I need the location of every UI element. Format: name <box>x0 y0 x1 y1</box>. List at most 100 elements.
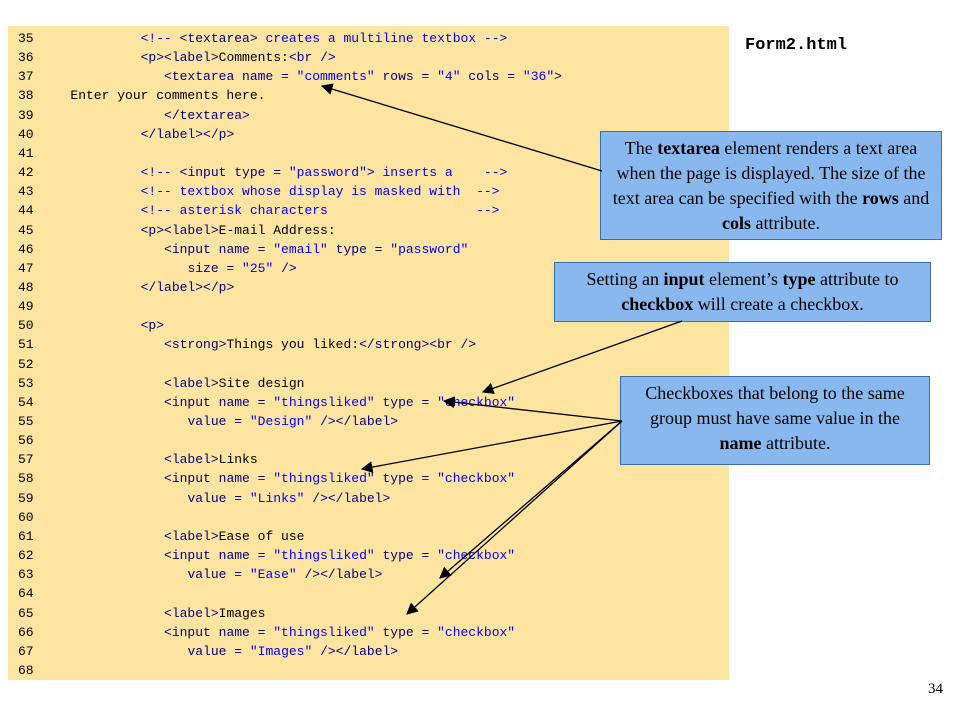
text-token: Ease of use <box>218 528 305 544</box>
markup-token: <input name = <box>164 624 274 640</box>
callout-text: element’s <box>704 269 783 289</box>
comment-token: <!-- <box>140 165 180 181</box>
code-line: 63 value = "Ease" /></label> <box>8 565 729 584</box>
markup-token: size = <box>187 260 243 276</box>
markup-token: <p> <box>140 318 165 334</box>
string-token: "email" <box>273 241 328 257</box>
callout-keyword: name <box>719 433 762 453</box>
line-number: 66 <box>18 624 34 640</box>
code-text: <input name = "email" type = "password" <box>47 240 468 259</box>
string-token: "thingsliked" <box>273 624 375 640</box>
line-number: 50 <box>18 318 34 334</box>
code-line: 66 <input name = "thingsliked" type = "c… <box>8 623 729 642</box>
line-number: 62 <box>18 548 34 564</box>
code-text: size = "25" /> <box>47 259 296 278</box>
markup-token: <label> <box>164 375 219 391</box>
code-text: value = "Links" /></label> <box>47 489 390 508</box>
line-number: 37 <box>18 69 34 85</box>
code-line: 56 <box>8 431 729 450</box>
code-text: <strong>Things you liked:</strong><br /> <box>47 335 476 354</box>
line-number: 56 <box>18 433 34 449</box>
string-token: "Design" <box>249 414 313 429</box>
markup-token: /></label> <box>304 490 391 506</box>
comment-token: <!-- textbox whose display is masked wit… <box>140 184 500 200</box>
text-token: Links <box>218 452 258 468</box>
markup-token: <input name = <box>164 548 274 564</box>
line-number: 52 <box>18 356 34 372</box>
code-line: 65 <label>Images <box>8 604 729 623</box>
line-number: 40 <box>18 126 34 142</box>
markup-token: type = <box>374 548 438 564</box>
markup-token: <label> <box>164 452 219 468</box>
string-token: "checkbox" <box>437 394 516 410</box>
text-token: E-mail Address: <box>218 222 336 238</box>
code-line: 68 <box>8 661 729 680</box>
code-line: 57 <label>Links <box>8 450 729 469</box>
line-number: 45 <box>18 222 34 238</box>
callout-text: attribute. <box>751 213 820 233</box>
callout-text: Setting an <box>586 269 664 289</box>
callout-checkbox-group-explanation: Checkboxes that belong to the same group… <box>620 376 930 465</box>
code-line: 36 <p><label>Comments:<br /> <box>8 48 729 67</box>
code-line: 49 <box>8 297 729 316</box>
markup-token: <strong> <box>164 337 227 353</box>
code-line: 45 <p><label>E-mail Address: <box>8 221 729 240</box>
markup-token: <input name = <box>164 241 274 257</box>
code-line: 38 Enter your comments here. <box>8 86 729 105</box>
line-number: 47 <box>18 260 34 276</box>
markup-token: </label></p> <box>140 126 235 142</box>
code-text: <label>Images <box>47 604 265 623</box>
code-line: 55 value = "Design" /></label> <box>8 412 729 431</box>
callout-checkbox-explanation: Setting an input element’s type attribut… <box>554 262 931 322</box>
callout-keyword: rows <box>862 188 899 208</box>
code-line: 46 <input name = "email" type = "passwor… <box>8 240 729 259</box>
code-line: 60 <box>8 508 729 527</box>
comment-token: inserts a --> <box>374 165 508 181</box>
markup-token: value = <box>187 643 250 659</box>
line-number: 54 <box>18 394 34 410</box>
text-token: Images <box>218 605 266 621</box>
callout-keyword: input <box>663 269 705 289</box>
code-line: 40 </label></p> <box>8 125 729 144</box>
line-number: 51 <box>18 337 34 353</box>
line-number: 41 <box>18 145 34 161</box>
text-token: Comments: <box>218 50 289 66</box>
markup-token: <p><label> <box>140 50 219 66</box>
code-line: 48 </label></p> <box>8 278 729 297</box>
string-token: "Images" <box>249 643 313 659</box>
code-line: 50 <p> <box>8 316 729 335</box>
code-text: <!-- asterisk characters --> <box>47 201 500 220</box>
code-text: <textarea name = "comments" rows = "4" c… <box>47 67 562 86</box>
code-line: 43 <!-- textbox whose display is masked … <box>8 182 729 201</box>
markup-token: <input name = <box>164 471 274 487</box>
line-number: 49 <box>18 299 34 315</box>
markup-token: <input type = <box>179 165 289 181</box>
line-number: 63 <box>18 567 34 583</box>
callout-text: attribute to <box>815 269 899 289</box>
comment-token: <!-- <box>140 31 180 46</box>
markup-token: rows = <box>374 69 438 85</box>
line-number: 53 <box>18 375 34 391</box>
markup-token: /></label> <box>312 414 399 429</box>
markup-token: <label> <box>164 605 219 621</box>
code-text: <p><label>E-mail Address: <box>47 221 336 240</box>
code-text: <label>Links <box>47 450 258 469</box>
markup-token: > <box>554 69 562 85</box>
code-text: value = "Design" /></label> <box>47 412 398 431</box>
text-token: Things you liked: <box>226 337 360 353</box>
callout-keyword: checkbox <box>621 294 694 314</box>
code-text: <label>Site design <box>47 374 304 393</box>
line-number: 57 <box>18 452 34 468</box>
code-text: value = "Ease" /></label> <box>47 565 382 584</box>
code-text: value = "Images" /></label> <box>47 642 398 661</box>
string-token: "Links" <box>249 490 305 506</box>
code-line: 53 <label>Site design <box>8 374 729 393</box>
string-token: "checkbox" <box>437 548 516 564</box>
markup-token: </textarea> <box>164 107 250 123</box>
string-token: "25" <box>242 260 274 276</box>
code-line: 61 <label>Ease of use <box>8 527 729 546</box>
line-number: 68 <box>18 662 34 678</box>
markup-token: value = <box>187 414 250 429</box>
line-number: 39 <box>18 107 34 123</box>
string-token: "thingsliked" <box>273 394 375 410</box>
